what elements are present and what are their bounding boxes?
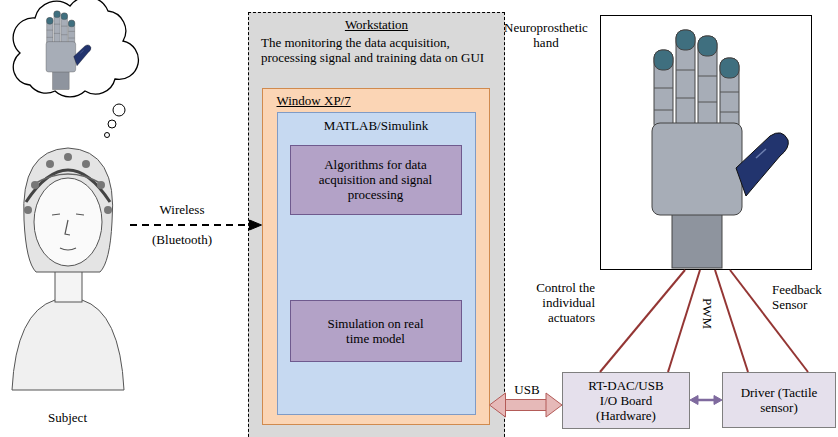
node-title: Algorithms for data acquisition and sign… (306, 157, 446, 202)
node-title: RT-DAC/USB I/O Board (Hardware) (584, 378, 668, 423)
connector-label: Wireless (Bluetooth) (140, 195, 224, 255)
connector (730, 270, 808, 372)
node-title: Workstation (345, 17, 408, 32)
subject-node: Subject (5, 0, 130, 425)
arrow-head (690, 396, 698, 405)
node-title: MATLAB/Simulink (324, 118, 429, 133)
process-box: Algorithms for data acquisition and sign… (290, 145, 462, 215)
arrow-head (714, 396, 722, 405)
os-box: Window XP/7MATLAB/SimulinkAlgorithms for… (262, 88, 490, 425)
connector-line (715, 270, 748, 372)
node-description: The monitoring the data acquisition, pro… (261, 35, 492, 65)
hardware-box: RT-DAC/USB I/O Board (Hardware) (562, 372, 690, 429)
node-title: Neuroprosthetic hand (497, 20, 595, 50)
node-title: Subject (48, 410, 87, 425)
connector-label: USB (498, 382, 556, 397)
process-box: Simulation on real time model (290, 300, 462, 362)
arrow-head (546, 393, 562, 417)
connector (715, 270, 748, 372)
arrow-head (250, 220, 262, 230)
connector (690, 396, 722, 405)
connector-line (697, 399, 715, 402)
connector-label: Feedback Sensor (772, 282, 834, 312)
software-box: MATLAB/SimulinkAlgorithms for data acqui… (277, 112, 476, 415)
driver-box: Driver (Tactile sensor) (722, 372, 836, 428)
connector-outline (503, 399, 548, 411)
connector-label: PWM (700, 294, 715, 334)
node-title: Window XP/7 (277, 93, 351, 108)
connector (490, 393, 563, 417)
workstation-box: WorkstationThe monitoring the data acqui… (248, 12, 505, 437)
connector-line (503, 400, 548, 410)
connector-line (730, 270, 808, 372)
connector-label: Control the individual actuators (513, 280, 595, 325)
prosthetic-hand-figure (652, 30, 788, 268)
connector (668, 270, 700, 372)
connector (130, 220, 262, 230)
node-title: Driver (Tactile sensor) (727, 385, 831, 415)
subject-figure (12, 148, 124, 390)
thought-cloud (13, 0, 138, 138)
node-title: Simulation on real time model (323, 316, 428, 346)
arrow-head (490, 393, 506, 417)
connector-line (130, 224, 251, 226)
hand-box: Neuroprosthetic hand (600, 15, 812, 270)
connector-line (668, 270, 700, 372)
